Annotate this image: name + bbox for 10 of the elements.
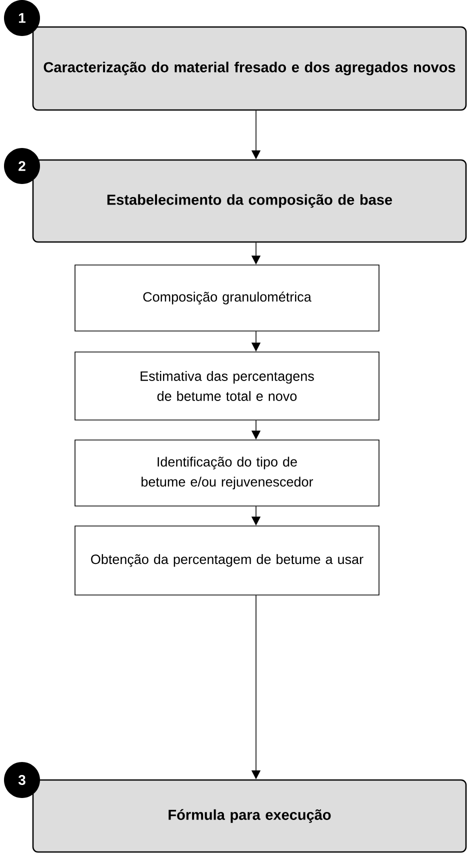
step-box: Caracterização do material fresado e dos agregados novos [32, 26, 467, 111]
number-badge: 3 [4, 762, 40, 798]
task-box: Composição granulométrica [74, 264, 380, 332]
task-box: Identificação do tipo de betume e/ou rejuvenescedor [74, 440, 380, 506]
task-box: Estimativa das percentagens de betume total e novo [74, 352, 380, 420]
task-box: Obtenção da percentagem de betume a usar [74, 526, 380, 596]
number-badge: 2 [4, 148, 40, 184]
step-box: Fórmula para execução [32, 779, 467, 853]
number-badge: 1 [4, 0, 40, 36]
step-box: Estabelecimento da composição de base [32, 159, 467, 243]
